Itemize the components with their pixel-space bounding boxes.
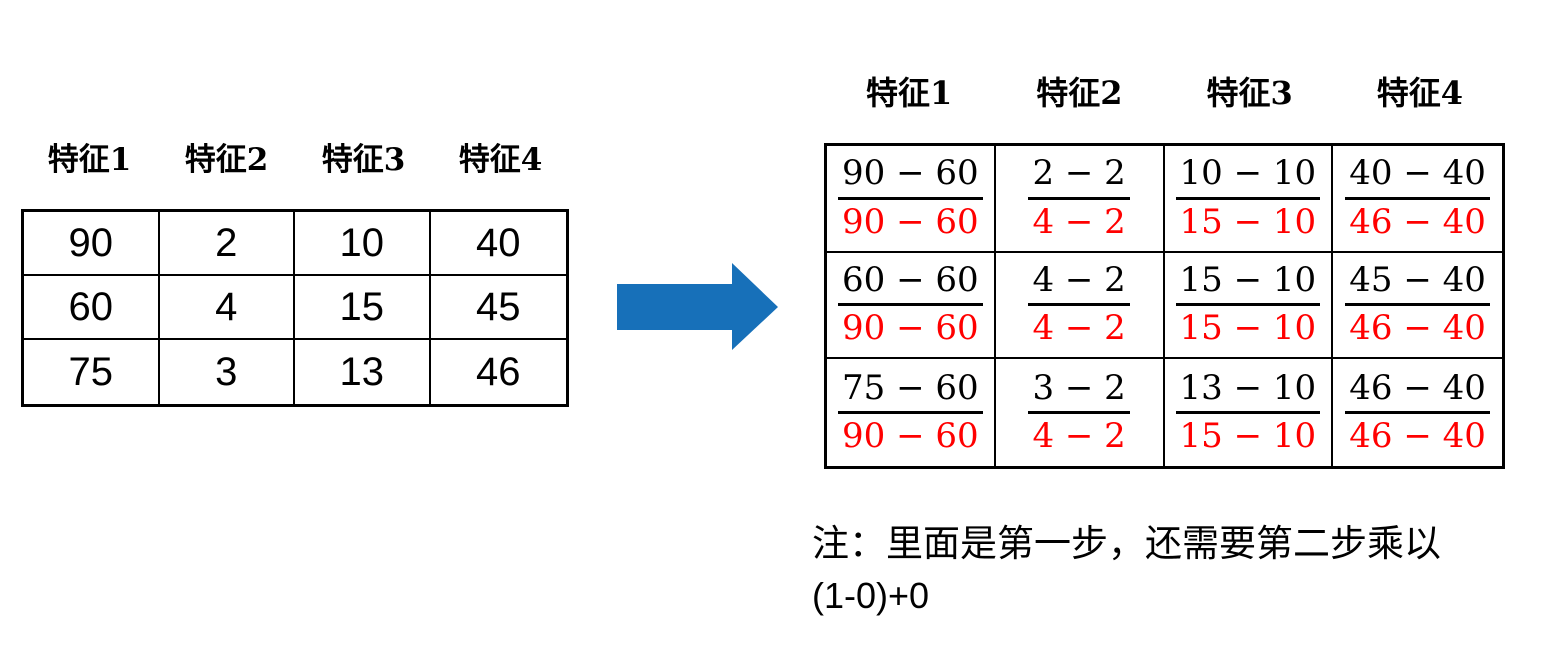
raw-value-cell: 45 xyxy=(430,276,566,340)
raw-value-cell: 4 xyxy=(159,276,295,340)
fraction-denominator: 15 − 10 xyxy=(1179,201,1317,242)
raw-value-cell: 75 xyxy=(24,340,160,404)
fraction-denominator: 46 − 40 xyxy=(1349,308,1486,349)
fraction-denominator: 46 − 40 xyxy=(1349,416,1486,457)
raw-table-headers: 特征1 特征2 特征3 特征4 xyxy=(21,140,569,180)
column-header: 特征2 xyxy=(184,142,269,178)
normalized-table-headers: 特征1 特征2 特征3 特征4 xyxy=(824,72,1505,114)
raw-value-cell: 40 xyxy=(430,212,566,276)
fraction-numerator: 13 − 10 xyxy=(1175,368,1321,415)
raw-value-cell: 10 xyxy=(295,212,431,276)
raw-value-cell: 90 xyxy=(24,212,160,276)
right-arrow-icon xyxy=(617,263,778,350)
raw-value-cell: 60 xyxy=(24,276,160,340)
fraction-denominator: 15 − 10 xyxy=(1179,308,1317,349)
fraction-numerator: 60 − 60 xyxy=(838,260,983,307)
fraction-numerator: 40 − 40 xyxy=(1345,153,1490,200)
column-header: 特征4 xyxy=(1376,74,1464,112)
fraction-denominator: 46 − 40 xyxy=(1349,201,1486,242)
fraction-denominator: 4 − 2 xyxy=(1032,416,1126,457)
raw-value-cell: 46 xyxy=(476,349,521,394)
footnote: 注：里面是第一步，还需要第二步乘以 (1-0)+0 xyxy=(812,518,1542,622)
raw-value-cell: 2 xyxy=(159,212,295,276)
fraction-denominator: 15 − 10 xyxy=(1179,416,1317,457)
fraction-numerator: 2 − 2 xyxy=(1028,153,1130,200)
raw-value-cell: 13 xyxy=(295,340,431,404)
fraction-numerator: 90 − 60 xyxy=(838,153,983,200)
column-header: 特征3 xyxy=(321,142,406,178)
fraction-numerator: 3 − 2 xyxy=(1028,368,1130,415)
column-header: 特征4 xyxy=(458,142,543,178)
fraction-numerator: 4 − 2 xyxy=(1028,260,1130,307)
fraction-numerator: 75 − 60 xyxy=(838,368,983,415)
column-header: 特征1 xyxy=(865,74,953,112)
fraction-denominator: 90 − 60 xyxy=(842,308,979,349)
fraction-denominator: 4 − 2 xyxy=(1032,308,1126,349)
column-header: 特征3 xyxy=(1206,74,1293,112)
fraction-numerator: 45 − 40 xyxy=(1345,260,1490,307)
fraction-denominator: 90 − 60 xyxy=(842,201,979,242)
fraction-numerator: 46 − 40 xyxy=(1345,368,1490,415)
fraction-denominator: 90 − 60 xyxy=(842,416,979,457)
raw-value-cell: 15 xyxy=(295,276,431,340)
fraction-numerator: 10 − 10 xyxy=(1175,153,1321,200)
footnote-line-2: (1-0)+0 xyxy=(812,575,930,616)
fraction-numerator: 15 − 10 xyxy=(1175,260,1321,307)
right-arrow-shape xyxy=(617,263,778,350)
fraction-denominator: 4 − 2 xyxy=(1032,201,1126,242)
raw-value-cell: 3 xyxy=(160,340,295,404)
footnote-line-1: 注：里面是第一步，还需要第二步乘以 xyxy=(812,522,1441,565)
column-header: 特征2 xyxy=(1036,74,1123,112)
column-header: 特征1 xyxy=(47,142,132,178)
